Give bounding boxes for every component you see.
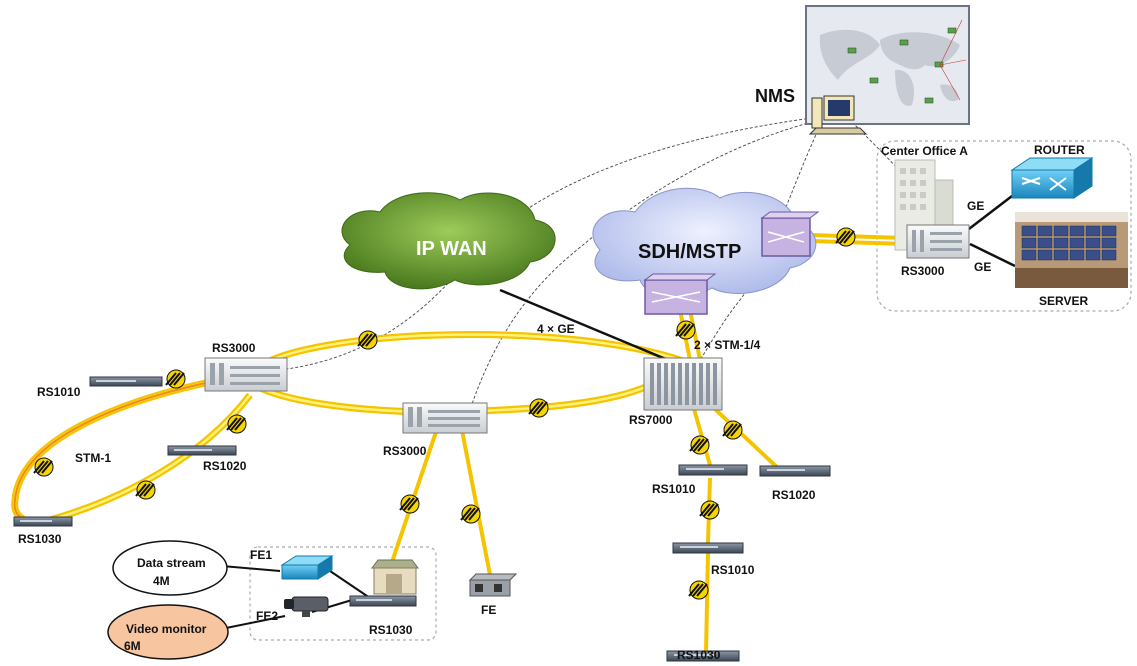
fiber-marker	[33, 457, 54, 477]
rs3000-left-device	[204, 357, 288, 392]
rs7000-label: RS7000	[629, 413, 673, 427]
ip-wan-label: IP WAN	[416, 238, 487, 260]
fe-site-boundary	[249, 546, 437, 641]
fiber-marker	[226, 414, 247, 434]
rs3000-center-device	[906, 224, 970, 259]
rs1030-site-label: RS1030	[369, 623, 413, 637]
center-office-label: Center Office A	[881, 144, 968, 158]
fe2-label: FE2	[256, 609, 279, 623]
fiber-marker	[675, 320, 696, 340]
rs1030-right-label: RS1030	[677, 648, 721, 662]
rs1020-left-label: RS1020	[203, 459, 247, 473]
fe1-switch-icon	[280, 555, 334, 580]
fe1-link	[329, 570, 371, 599]
rs1030-site-device	[349, 595, 417, 607]
data-stream-label: Data stream	[137, 556, 206, 570]
router-icon	[1010, 157, 1094, 199]
video-monitor-callout	[107, 604, 229, 660]
fiber-marker	[835, 227, 856, 247]
router-label: ROUTER	[1034, 143, 1085, 157]
camera-icon	[284, 596, 329, 617]
nms-label: NMS	[755, 86, 795, 106]
fiber-marker	[165, 369, 186, 389]
fiber-marker	[528, 398, 549, 418]
rs3000-mid-device	[402, 402, 488, 434]
ge-server-label: GE	[974, 260, 992, 274]
sdh-node-box	[760, 211, 820, 257]
rs3000-mid-label: RS3000	[383, 444, 427, 458]
rs1020-left-device	[167, 445, 237, 456]
nms-computer-icon	[808, 95, 868, 135]
rs3000-left-label: RS3000	[212, 341, 256, 355]
fiber-marker	[135, 480, 156, 500]
rs1030-left-device	[13, 516, 73, 527]
sdh-node-box	[643, 273, 717, 315]
rs1010-right1-device	[678, 464, 748, 476]
rs1020-right-label: RS1020	[772, 488, 816, 502]
data-callout-link	[221, 565, 281, 572]
rs1010-right2-label: RS1010	[711, 563, 755, 577]
fiber-marker	[399, 494, 420, 514]
sdh-mstp-cloud	[592, 187, 817, 297]
fiber-markers	[33, 227, 856, 600]
center-office-boundary	[876, 140, 1132, 312]
video-callout-link	[225, 615, 286, 629]
rs7000-device	[643, 357, 723, 411]
rs1030-left-label: RS1030	[18, 532, 62, 546]
rs1010-left-device	[89, 376, 163, 387]
data-rate-label: 4M	[153, 574, 170, 588]
world-map-screen	[805, 5, 970, 125]
fiber-marker	[722, 420, 743, 440]
fiber-marker	[699, 500, 720, 520]
house-icon	[371, 559, 419, 595]
router-link	[964, 195, 1013, 233]
server-room-image	[1015, 212, 1128, 288]
ge-link	[499, 288, 681, 367]
fiber-marker	[357, 330, 378, 350]
sdh-mstp-label: SDH/MSTP	[638, 241, 742, 263]
ge-router-label: GE	[967, 199, 985, 213]
rs1010-left-label: RS1010	[37, 385, 81, 399]
stm-label: 2 × STM-1/4	[694, 338, 761, 352]
rs3000-center-label: RS3000	[901, 264, 945, 278]
fe-converter-icon	[468, 573, 518, 597]
fiber-marker	[689, 435, 710, 455]
data-stream-callout	[112, 540, 228, 596]
fe-label: FE	[481, 603, 497, 617]
server-label: SERVER	[1039, 294, 1089, 308]
fiber-marker	[688, 580, 709, 600]
fe1-label: FE1	[250, 548, 273, 562]
stm1-label: STM-1	[75, 451, 111, 465]
rs1020-right-device	[759, 465, 831, 477]
rs1030-right-device	[666, 650, 740, 662]
four-ge-label: 4 × GE	[537, 322, 575, 336]
server-link	[969, 242, 1016, 268]
ip-wan-cloud	[341, 192, 556, 290]
video-monitor-label: Video monitor	[126, 622, 207, 636]
rs1010-right1-label: RS1010	[652, 482, 696, 496]
rs1010-right2-device	[672, 542, 744, 554]
fiber-marker	[460, 504, 481, 524]
video-rate-label: 6M	[124, 639, 141, 653]
ring-main	[252, 331, 685, 416]
